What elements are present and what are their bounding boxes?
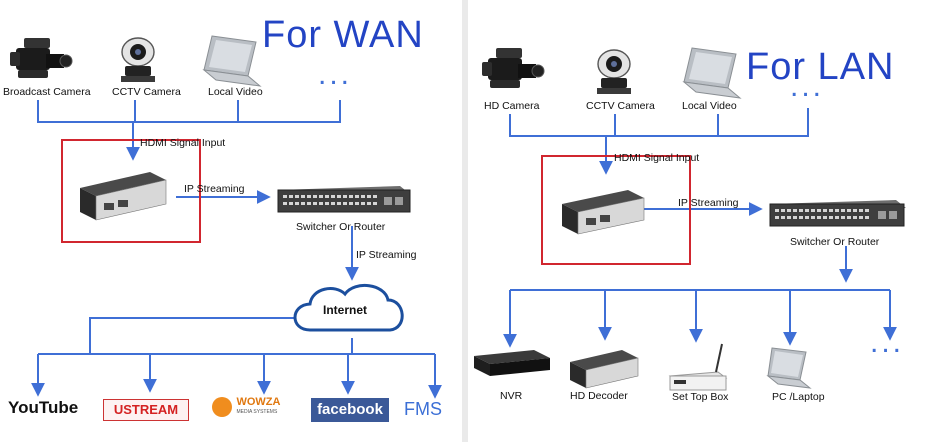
encoder-icon [80, 172, 167, 221]
webcam-icon-lan [597, 49, 631, 94]
wan-title: For WAN [262, 14, 424, 56]
source-cctv-camera-label-lan: CCTV Camera [586, 100, 655, 112]
source-more-label-lan: ... [790, 70, 825, 103]
wowza-logo: WOWZA MEDIA SYSTEMS [212, 397, 280, 417]
hdmi-input-label-lan: HDMI Signal Input [614, 152, 700, 164]
dest-hd-decoder-label: HD Decoder [570, 390, 628, 402]
switch-router-label: Switcher Or Router [296, 221, 386, 233]
dest-set-top-box-label: Set Top Box [672, 391, 729, 403]
hdmi-input-label: HDMI Signal Input [140, 137, 226, 149]
ip-streaming-label-1: IP Streaming [184, 183, 245, 195]
source-hd-camera-label: HD Camera [484, 100, 540, 112]
panel-divider [462, 0, 468, 442]
dest-pc-laptop-label: PC /Laptop [772, 391, 825, 403]
wowza-mark-icon [212, 397, 232, 417]
wan-diagram: For WAN Broadcast Camera CCTV Camera Loc… [0, 0, 462, 442]
switch-router-label-lan: Switcher Or Router [790, 236, 880, 248]
encoder-highlight-box-lan [541, 155, 691, 265]
webcam-icon [121, 37, 155, 82]
switch-router-icon [277, 186, 411, 213]
dest-nvr-label: NVR [500, 390, 523, 402]
youtube-logo: YouTube [8, 398, 79, 417]
lan-diagram: For LAN HD Camera CCTV Camera Local Vide… [468, 0, 930, 442]
facebook-logo: facebook [311, 398, 389, 422]
set-top-box-icon [668, 343, 728, 391]
dest-more-label: ... [870, 326, 905, 359]
ip-streaming-label-lan: IP Streaming [678, 197, 739, 209]
internet-cloud-icon [293, 284, 404, 332]
decoder-icon [570, 350, 639, 389]
hd-camera-icon [482, 48, 545, 88]
laptop-icon-lan [682, 47, 742, 99]
lan-connectors [474, 47, 906, 391]
ustream-logo: USTREAM [103, 399, 189, 421]
ip-streaming-label-2: IP Streaming [356, 249, 417, 261]
encoder-icon-lan [562, 190, 645, 235]
source-local-video-label: Local Video [208, 86, 263, 98]
source-cctv-camera-label: CCTV Camera [112, 86, 181, 98]
pc-laptop-icon [766, 347, 812, 389]
fms-logo: FMS [404, 399, 442, 419]
source-more-label: ... [318, 58, 353, 91]
wan-connectors [10, 35, 442, 399]
laptop-icon [202, 35, 262, 87]
source-broadcast-camera-label: Broadcast Camera [3, 86, 91, 98]
internet-label: Internet [323, 303, 368, 317]
source-local-video-label-lan: Local Video [682, 100, 737, 112]
nvr-icon [474, 350, 550, 376]
lan-title: For LAN [746, 46, 895, 88]
broadcast-camera-icon [10, 38, 73, 78]
encoder-highlight-box [61, 139, 201, 243]
switch-router-icon-lan [769, 200, 906, 227]
